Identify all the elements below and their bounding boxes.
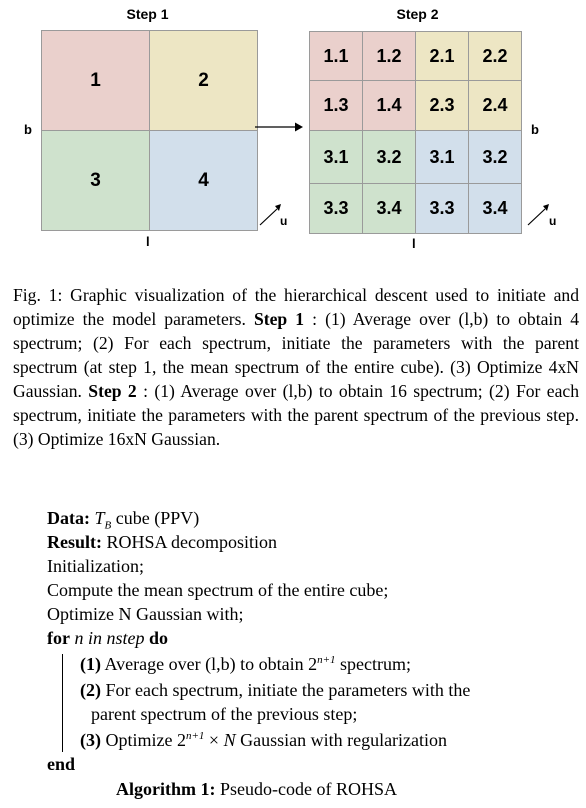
algo-step3-number: (3) <box>80 730 101 750</box>
algo-step3-times: × <box>204 730 224 750</box>
step1-axis-l: l <box>146 234 150 249</box>
diagonal-arrow-icon <box>259 204 281 226</box>
algo-data-symbol: T <box>94 508 105 528</box>
step2-cell: 3.4 <box>468 183 522 234</box>
step1-cell: 3 <box>41 130 150 231</box>
step2-cell: 3.2 <box>468 130 522 184</box>
step2-title: Step 2 <box>396 6 439 22</box>
algo-data-line: Data: TB cube (PPV) <box>47 506 199 538</box>
step1-title: Step 1 <box>126 6 169 22</box>
algo-step2-number: (2) <box>80 680 101 700</box>
algo-step3-text: Optimize 2 <box>101 730 186 750</box>
arrow-right-icon <box>255 122 303 132</box>
algo-result-text: ROHSA decomposition <box>102 532 278 552</box>
algo-for-expression: n in nstep <box>69 628 149 648</box>
step2-axis-l: l <box>412 236 416 251</box>
step2-cell: 2.4 <box>468 80 522 131</box>
algo-title-keyword: Algorithm 1: <box>116 779 216 799</box>
step2-cell: 3.3 <box>415 183 469 234</box>
step2-cell: 1.3 <box>309 80 363 131</box>
step1-axis-u: u <box>280 214 288 228</box>
step1-axis-b: b <box>24 122 32 137</box>
step2-cell: 3.1 <box>309 130 363 184</box>
algo-for-line: for n in nstep do <box>47 626 168 651</box>
algo-step3-sup: n+1 <box>185 730 205 742</box>
algo-step1-tail: spectrum; <box>335 654 412 674</box>
algo-step1-text: Average over (l,b) to obtain 2 <box>101 654 318 674</box>
algo-step1-sup: n+1 <box>317 654 336 666</box>
diagonal-arrow-icon <box>527 204 549 226</box>
algo-end-line: end <box>47 752 75 777</box>
algo-step3-line: (3) Optimize 2n+1 × N Gaussian with regu… <box>80 728 447 753</box>
step1-cell: 2 <box>149 30 258 131</box>
algo-title: Algorithm 1: Pseudo-code of ROHSA <box>116 777 397 802</box>
figure-caption: Fig. 1: Graphic visualization of the hie… <box>13 283 579 451</box>
algo-result-line: Result: ROHSA decomposition <box>47 530 277 555</box>
algo-step2-line: (2) For each spectrum, initiate the para… <box>80 678 470 703</box>
step2-cell: 2.3 <box>415 80 469 131</box>
step2-cell: 3.3 <box>309 183 363 234</box>
caption-step2-text: : (1) Average over (l,b) to obtain 16 sp… <box>13 381 580 449</box>
algo-title-text: Pseudo-code of ROHSA <box>215 779 397 799</box>
step2-cell: 2.1 <box>415 31 469 81</box>
algo-data-text: cube (PPV) <box>111 508 200 528</box>
algo-block-bar <box>62 654 64 752</box>
algo-step2-continuation: parent spectrum of the previous step; <box>91 704 358 724</box>
step2-cell: 2.2 <box>468 31 522 81</box>
algo-do-keyword: do <box>148 628 168 648</box>
algo-step1-number: (1) <box>80 654 101 674</box>
algo-data-keyword: Data: <box>47 508 90 528</box>
algo-step2-text: For each spectrum, initiate the paramete… <box>101 680 471 700</box>
step2-cell: 3.4 <box>362 183 416 234</box>
step2-cell: 1.2 <box>362 31 416 81</box>
caption-step1-text: : (1) Average over (l,b) to obtain 4 spe… <box>13 309 579 401</box>
caption-step2-label: Step 2 <box>88 381 137 401</box>
algo-step3-n: N <box>223 730 236 750</box>
step2-cell: 3.2 <box>362 130 416 184</box>
step2-cell: 1.1 <box>309 31 363 81</box>
step1-cell: 1 <box>41 30 150 131</box>
algo-result-keyword: Result: <box>47 532 102 552</box>
step1-cell: 4 <box>149 130 258 231</box>
step2-axis-u: u <box>549 214 557 228</box>
algo-step3-tail: Gaussian with regularization <box>235 730 448 750</box>
algo-optimize-line: Optimize N Gaussian with; <box>47 604 244 624</box>
caption-prefix: Fig. 1: Graphic visualization of the hie… <box>13 285 579 329</box>
step2-axis-b: b <box>531 122 539 137</box>
algo-end-keyword: end <box>47 754 76 774</box>
caption-step1-label: Step 1 <box>253 309 305 329</box>
algo-mean-line: Compute the mean spectrum of the entire … <box>47 580 389 600</box>
step2-cell: 3.1 <box>415 130 469 184</box>
algo-init-line: Initialization; <box>47 556 144 576</box>
algo-data-subscript: B <box>104 519 112 532</box>
algo-for-keyword: for <box>47 628 70 648</box>
step2-cell: 1.4 <box>362 80 416 131</box>
algo-step1-line: (1) Average over (l,b) to obtain 2n+1 sp… <box>80 652 411 677</box>
